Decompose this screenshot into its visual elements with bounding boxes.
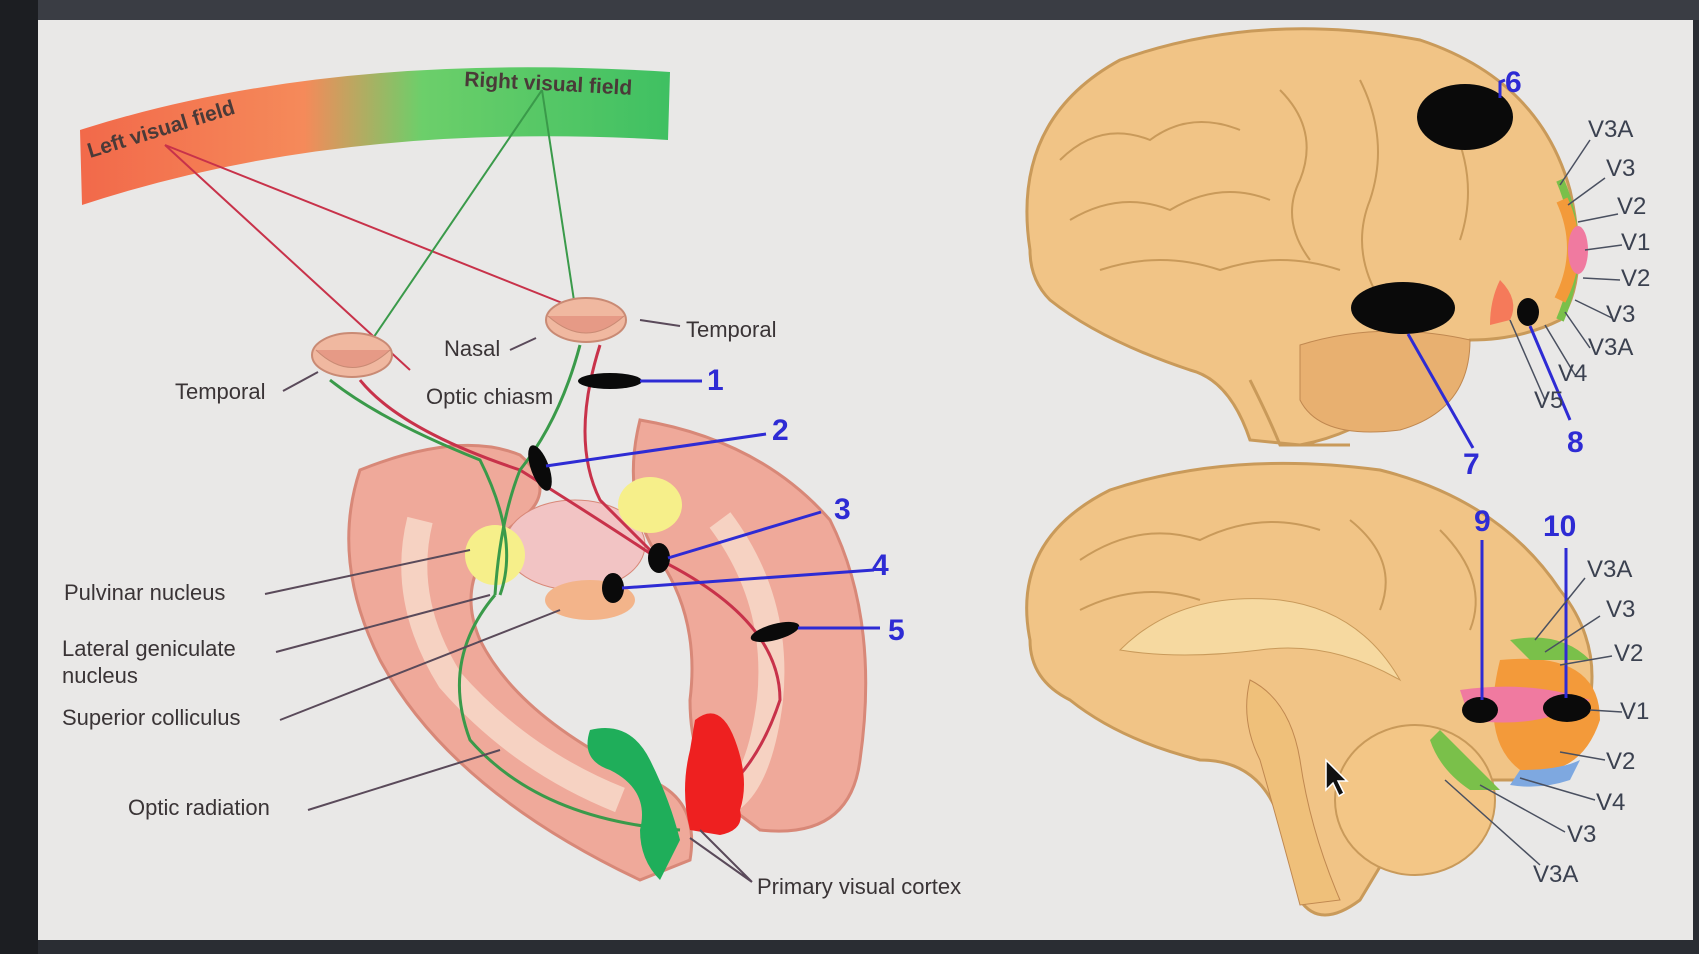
marker-3: 3 [834,493,851,526]
marker-6: 6 [1505,66,1522,99]
marker-lines-medial [1480,540,1568,700]
brain-cross-section [347,418,868,882]
lateral-area-v2-top: V2 [1617,193,1646,220]
lateral-area-v1: V1 [1621,229,1650,256]
marker-4: 4 [872,549,889,582]
visual-field-arc [80,67,670,205]
medial-brain-gyri [1079,519,1477,631]
primary-visual-cortex-label: Primary visual cortex [757,874,961,899]
lesion-markers-medial [1462,694,1591,723]
left-eye [311,332,393,378]
lgn-label-line2: nucleus [62,663,138,688]
lateral-brain [1025,27,1588,447]
marker-5: 5 [888,614,905,647]
primary-visual-cortex-red [685,713,744,835]
lateral-area-v4: V4 [1558,360,1587,387]
lateral-area-v3-bottom: V3 [1606,301,1635,328]
nasal-label: Nasal [444,336,500,361]
optic-radiation-label: Optic radiation [128,795,270,820]
medial-area-v2-bottom: V2 [1606,748,1635,775]
medial-area-leaders [1444,577,1623,866]
visual-pathways [329,344,782,832]
marker-lines-lateral [1406,78,1572,449]
lesion-markers-lateral [1351,84,1539,334]
lateral-area-v3a-top: V3A [1588,116,1633,143]
right-eye [545,297,627,343]
monitor-bezel-top [0,0,1699,20]
temporal-left-label: Temporal [175,379,265,404]
lateral-area-v5: V5 [1534,387,1563,414]
marker-lines-left [545,379,880,630]
medial-area-v3a-top: V3A [1587,556,1632,583]
marker-7: 7 [1463,448,1480,481]
primary-visual-cortex-green [587,728,680,880]
medial-area-v4: V4 [1596,789,1625,816]
label-leaders [264,319,753,883]
superior-colliculus-label: Superior colliculus [62,705,241,730]
medial-brain [1025,461,1600,917]
lgn-label-line1: Lateral geniculate [62,636,236,661]
medial-area-v3-top: V3 [1606,596,1635,623]
optic-chiasm-label: Optic chiasm [426,384,553,409]
pulvinar-label: Pulvinar nucleus [64,580,225,605]
lateral-area-v3a-bottom: V3A [1588,334,1633,361]
lateral-area-v2-bottom: V2 [1621,265,1650,292]
monitor-bezel-left [0,0,38,954]
lateral-area-v3-top: V3 [1606,155,1635,182]
mouse-cursor-icon [1325,758,1349,798]
medial-area-v1: V1 [1620,698,1649,725]
marker-1: 1 [707,364,724,397]
temporal-right-label: Temporal [686,317,776,342]
projection-lines [164,89,601,371]
marker-9: 9 [1474,505,1491,538]
marker-10: 10 [1543,510,1576,543]
medial-area-v3a-bottom: V3A [1533,861,1578,888]
marker-8: 8 [1567,426,1584,459]
marker-2: 2 [772,414,789,447]
medial-area-v3: V3 [1567,821,1596,848]
medial-area-v2-top: V2 [1614,640,1643,667]
lesion-markers-left [528,373,800,643]
lateral-area-leaders [1509,139,1623,401]
